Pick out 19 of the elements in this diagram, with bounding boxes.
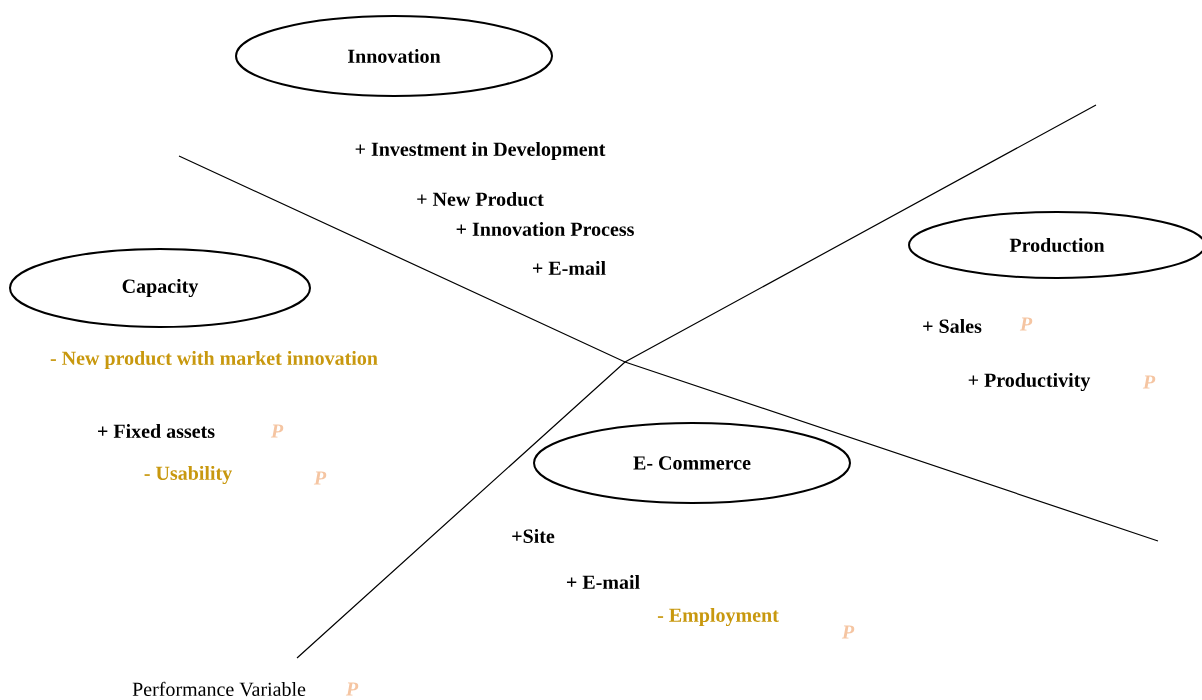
label-text: - Employment [657, 607, 779, 627]
label-text: + Productivity [968, 372, 1091, 392]
label-text: + Fixed assets [98, 423, 215, 438]
mark-letter: P [313, 471, 327, 485]
label-text: Performance Variable [132, 681, 306, 697]
mark-letter: P [841, 625, 855, 639]
mark-letter: P [345, 682, 359, 696]
label-text: + New Product [417, 191, 544, 207]
label-text: + Innovation Process [456, 221, 634, 236]
label-text: +Site [512, 528, 555, 543]
label-text: + E-mail [566, 574, 640, 589]
mark-letter: P [1142, 375, 1156, 389]
label-text: + Investment in Development [355, 141, 606, 161]
label-text: + Sales [923, 318, 982, 333]
mark-letter: P [1019, 317, 1033, 331]
label-text: - Usability [144, 465, 232, 485]
label-text: - New product with market innovation [50, 350, 378, 370]
mark-letter: P [270, 424, 284, 438]
label-text: + E-mail [532, 260, 606, 275]
